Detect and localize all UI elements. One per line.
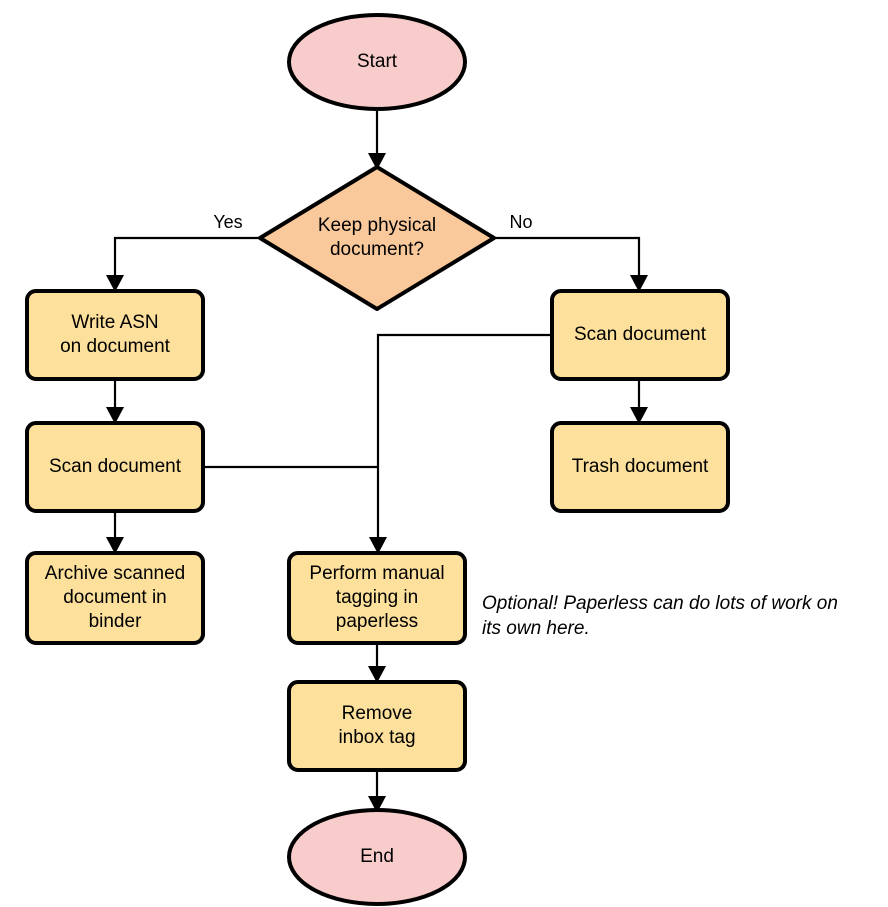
node-label-archive: document in [63, 587, 167, 608]
arrowhead-icon [630, 407, 648, 424]
node-label-decision: Keep physical [318, 215, 436, 236]
node-shape-process [25, 551, 205, 645]
node-label-manual-tagging: tagging in [336, 587, 418, 608]
arrowhead-icon [630, 275, 648, 292]
edge-scan-right-to-tagging [369, 333, 552, 554]
arrowhead-icon [368, 796, 386, 813]
edge-label-decision-yes: Yes [213, 212, 242, 232]
edge-tagging-to-remove [368, 643, 386, 683]
node-manual-tagging[interactable]: Perform manual tagging in paperless [287, 551, 467, 645]
node-label-write-asn: on document [60, 336, 171, 357]
arrowhead-icon [106, 407, 124, 424]
edge-start-to-decision [368, 110, 386, 170]
edges-layer: Yes No [106, 110, 648, 813]
node-remove-inbox[interactable]: Remove inbox tag [287, 680, 467, 772]
edge-decision-no: No [494, 212, 648, 292]
node-shape-process [25, 289, 205, 381]
node-archive[interactable]: Archive scanned document in binder [25, 551, 205, 645]
node-scan-left[interactable]: Scan document [25, 421, 205, 513]
arrowhead-icon [369, 537, 387, 554]
node-shape-process [287, 551, 467, 645]
node-end[interactable]: End [287, 808, 467, 906]
node-label-manual-tagging: paperless [336, 611, 418, 632]
node-label-scan-right: Scan document [574, 324, 707, 345]
edge-write-asn-to-scan-left [106, 379, 124, 424]
annotation-line: Optional! Paperless can do lots of work … [482, 593, 838, 614]
node-label-scan-left: Scan document [49, 456, 182, 477]
arrowhead-icon [368, 666, 386, 683]
node-shape-process [550, 289, 730, 381]
node-label-write-asn: Write ASN [71, 312, 158, 333]
edge-label-decision-no: No [509, 212, 532, 232]
arrowhead-icon [106, 275, 124, 292]
node-scan-right[interactable]: Scan document [550, 289, 730, 381]
node-label-decision: document? [330, 239, 424, 260]
node-decision[interactable]: Keep physical document? [258, 165, 496, 311]
node-label-end: End [360, 846, 394, 867]
arrowhead-icon [368, 153, 386, 170]
annotations-layer: Optional! Paperless can do lots of work … [482, 593, 838, 639]
node-shape-terminator [287, 13, 467, 111]
node-label-archive: binder [89, 611, 142, 632]
node-shape-process [550, 421, 730, 513]
edge-line [113, 236, 260, 283]
node-shape-terminator [287, 808, 467, 906]
arrowhead-icon [106, 537, 124, 554]
node-shape-decision [258, 165, 496, 311]
node-label-remove-inbox: Remove [342, 703, 413, 724]
node-label-archive: Archive scanned [45, 563, 185, 584]
edge-scan-right-to-trash [630, 379, 648, 424]
edge-scan-left-to-archive [106, 511, 124, 554]
edge-line [494, 236, 641, 283]
node-label-remove-inbox: inbox tag [338, 727, 415, 748]
node-trash[interactable]: Trash document [550, 421, 730, 513]
node-shape-process [287, 680, 467, 772]
edge-remove-to-end [368, 770, 386, 813]
node-label-start: Start [357, 51, 398, 72]
annotation-line: its own here. [482, 618, 590, 639]
annotation-optional-note: Optional! Paperless can do lots of work … [482, 593, 838, 639]
edge-decision-yes: Yes [106, 212, 260, 292]
edge-line [376, 333, 552, 545]
node-label-trash: Trash document [572, 456, 709, 477]
node-label-manual-tagging: Perform manual [309, 563, 444, 584]
node-shape-process [25, 421, 205, 513]
node-write-asn[interactable]: Write ASN on document [25, 289, 205, 381]
node-start[interactable]: Start [287, 13, 467, 111]
